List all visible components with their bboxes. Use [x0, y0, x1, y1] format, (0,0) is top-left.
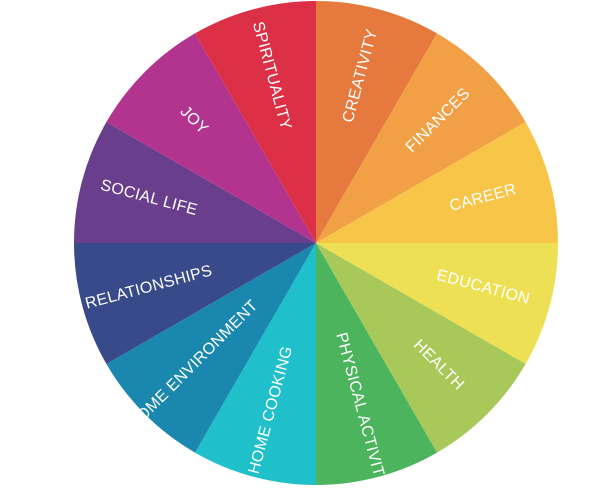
segment-physical-activity	[316, 243, 437, 485]
segment-health	[316, 243, 526, 453]
segment-home-cooking	[195, 243, 316, 485]
segment-relationships	[74, 243, 316, 364]
segment-finances	[316, 33, 526, 243]
segment-home-environment	[106, 243, 316, 453]
wheel-segments	[74, 1, 558, 485]
segment-spirituality	[195, 1, 316, 243]
segment-career	[316, 122, 558, 243]
segment-social-life	[74, 122, 316, 243]
segment-education	[316, 243, 558, 364]
segment-creativity	[316, 1, 437, 243]
segment-joy	[106, 33, 316, 243]
